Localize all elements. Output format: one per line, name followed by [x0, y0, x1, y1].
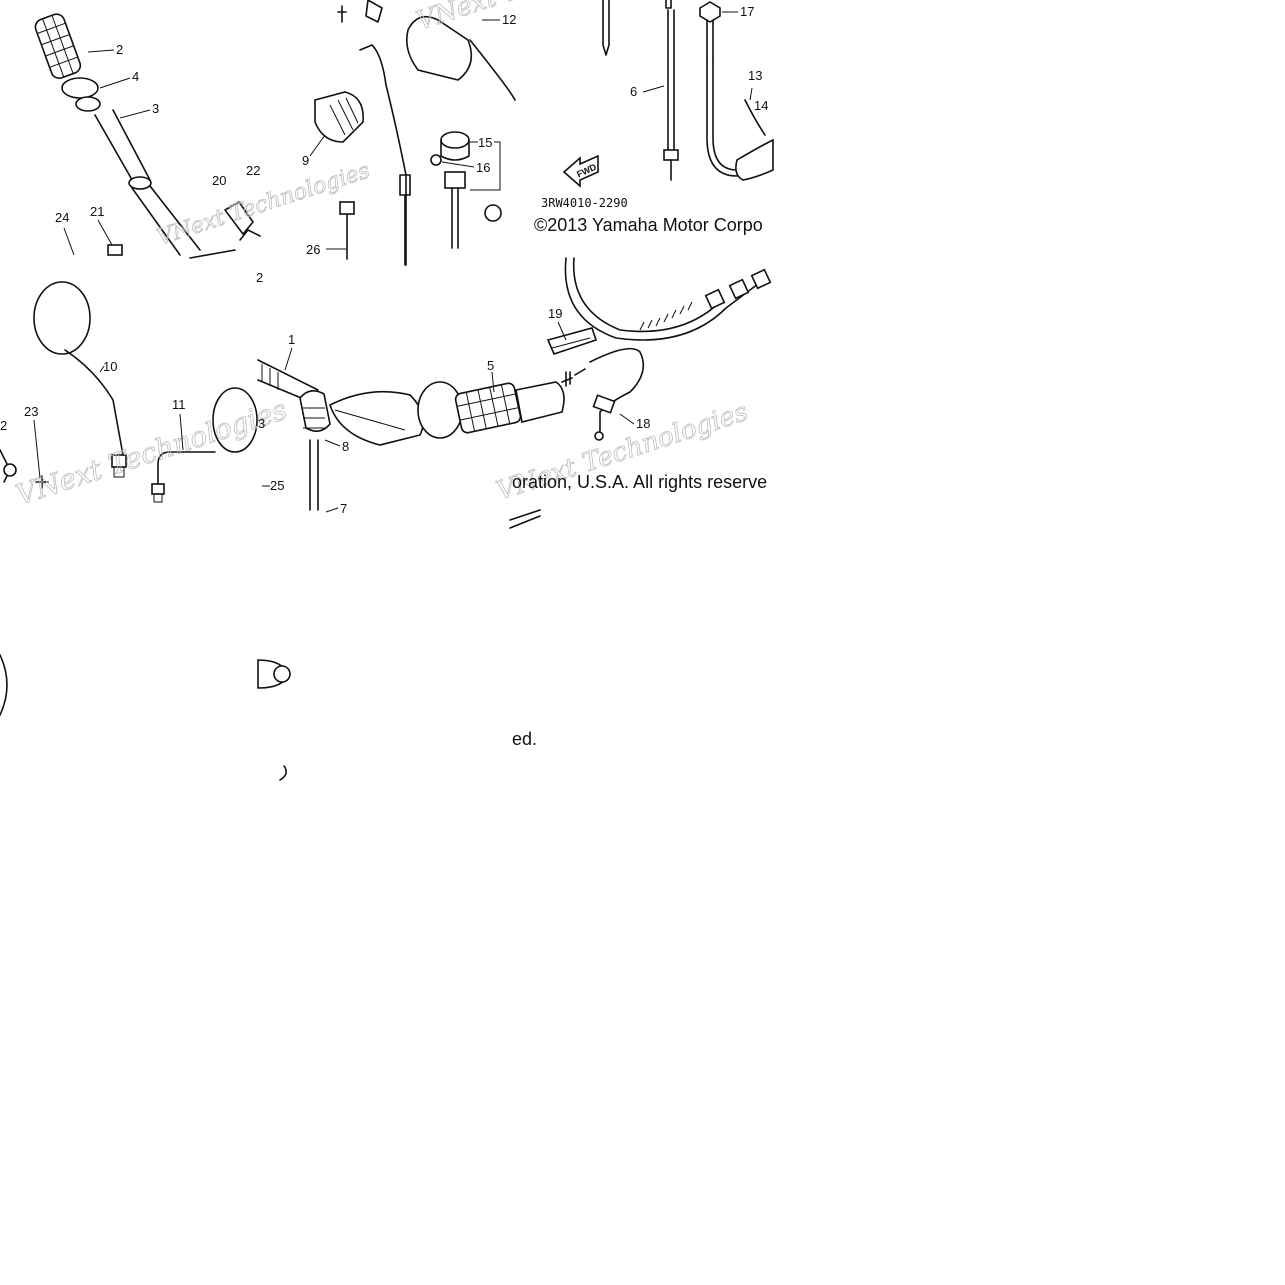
copyright-line-2: oration, U.S.A. All rights reserve: [512, 472, 767, 492]
callout-20: 20: [212, 173, 226, 188]
callout-12: 12: [502, 12, 516, 27]
callout-5: 5: [487, 358, 494, 373]
callout-6: 6: [630, 84, 637, 99]
callout-3-edge: 3: [258, 416, 265, 431]
callout-23: 23: [24, 404, 38, 419]
left-switch-assembly: [314, 0, 516, 266]
callout-1: 1: [288, 332, 295, 347]
copyright-line-1: ©2013 Yamaha Motor Corpo: [534, 215, 763, 235]
right-grip-assembly: [257, 359, 573, 781]
mirror-bracket: [0, 449, 49, 489]
callout-25: 25: [270, 478, 284, 493]
callout-17: 17: [740, 4, 754, 19]
mirror-right: [151, 387, 258, 503]
callout-18: 18: [636, 416, 650, 431]
left-grip-assembly: [34, 13, 261, 259]
callout-22-top: 22: [246, 163, 260, 178]
callout-15: 15: [478, 135, 492, 150]
callout-26: 26: [306, 242, 320, 257]
fwd-arrow-icon: FWD: [562, 154, 599, 188]
mirror-left: [33, 281, 127, 478]
copyright-line-3: ed.: [512, 729, 537, 749]
callout-2: 2: [116, 42, 123, 57]
callout-21: 21: [90, 204, 104, 219]
mirror-fragment: [0, 654, 8, 716]
clutch-cable-assembly: [546, 257, 772, 441]
callout-14: 14: [754, 98, 768, 113]
callout-3: 3: [152, 101, 159, 116]
callout-7: 7: [340, 501, 347, 516]
callout-22-left: 2: [0, 418, 7, 433]
callout-13: 13: [748, 68, 762, 83]
part-code: 3RW4010-2290: [541, 196, 628, 210]
callout-24: 24: [55, 210, 69, 225]
callout-4: 4: [132, 69, 139, 84]
throttle-cable-assembly: [602, 0, 774, 181]
callout-11: 11: [172, 397, 186, 412]
callout-10: 10: [103, 359, 117, 374]
callout-16: 16: [476, 160, 490, 175]
callout-19: 19: [548, 306, 562, 321]
callout-2-edge: 2: [256, 270, 263, 285]
callout-9: 9: [302, 153, 309, 168]
callout-8: 8: [342, 439, 349, 454]
